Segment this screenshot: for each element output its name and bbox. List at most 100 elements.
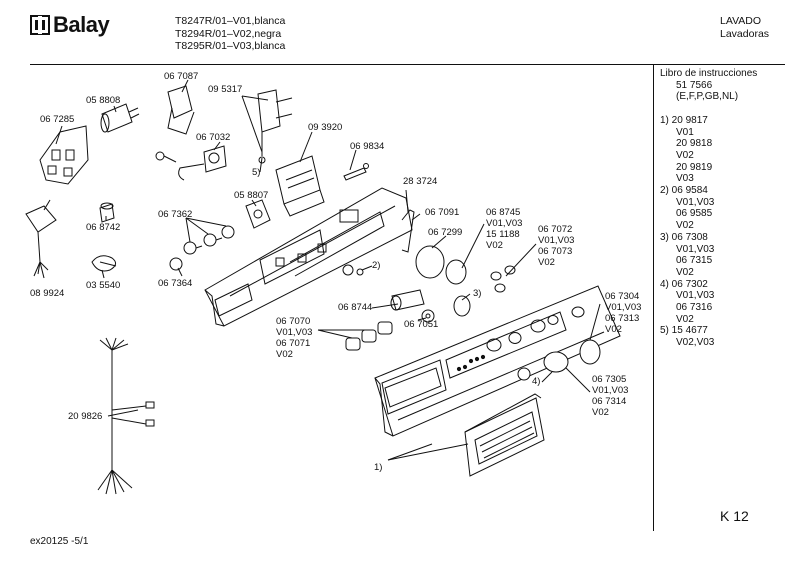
part-number-line: 2) (372, 260, 380, 271)
selector-switches-part (169, 225, 235, 271)
brand-logo: Balay (30, 12, 110, 37)
sidebar-line: 2) 06 9584 (660, 185, 708, 197)
part-number-line: 06 7285 (40, 114, 74, 125)
part-number-line: 08 9924 (30, 288, 64, 299)
part-number-label: 06 7032 (196, 132, 230, 143)
clamp-part (91, 255, 117, 272)
part-number-label: 06 7087 (164, 71, 198, 82)
mains-plug-cable (25, 199, 57, 279)
part-number-line: 06 7091 (425, 207, 459, 218)
sidebar-line: V01,V03 (676, 243, 715, 255)
part-number-line: 09 3920 (308, 122, 342, 133)
part-number-label: 06 7299 (428, 227, 462, 238)
gear-wheel-part (421, 309, 435, 323)
part-number-line: V01,V03 (276, 327, 312, 338)
part-number-line: 09 5317 (208, 84, 242, 95)
part-labels: 06 7087 09 5317 05 8808 06 7285 06 7032 09 39… (30, 71, 641, 473)
part-number-line: 03 5540 (86, 280, 120, 291)
part-number-line: 06 7314 (592, 396, 626, 407)
sidebar-line: V02 (676, 266, 694, 278)
bracket-part (39, 125, 89, 185)
part-number-label: 05 8807 (234, 190, 268, 201)
instructions-sidebar: Libro de instrucciones 51 7566(E,F,P,GB,… (660, 68, 757, 349)
part-number-line: 06 8744 (338, 302, 372, 313)
motor-capacitor-part (100, 103, 140, 133)
part-number-label: 09 5317 (208, 84, 242, 95)
part-number-line: 06 7072 (538, 224, 572, 235)
sidebar-line: V02,V03 (676, 337, 715, 349)
part-number-label: 06 7051 (404, 319, 438, 330)
sidebar-line: 4) 06 7302 (660, 278, 708, 290)
sidebar-line: V02 (676, 149, 694, 161)
knobs-part (517, 339, 601, 381)
part-number-label: 08 9924 (30, 288, 64, 299)
brand-name: Balay (53, 12, 110, 37)
sidebar-line: 1) 20 9817 (660, 114, 708, 126)
part-number-line: V02 (605, 324, 622, 335)
sidebar-line: (E,F,P,GB,NL) (676, 91, 739, 103)
part-number-line: 4) (532, 376, 540, 387)
part-number-line: V02 (538, 257, 555, 268)
part-number-line: 20 9826 (68, 411, 102, 422)
program-dial-part (415, 245, 471, 317)
part-number-label: 3) (473, 288, 481, 299)
part-number-line: V01,V03 (605, 302, 641, 313)
part-number-line: 06 9834 (350, 141, 384, 152)
small-clip-part (342, 264, 364, 276)
part-number-label: 28 3724 (403, 176, 437, 187)
detergent-drawer-front (464, 393, 545, 477)
rod-link-part (401, 209, 415, 253)
part-number-line: 06 7362 (158, 209, 192, 220)
part-number-line: V01,V03 (538, 235, 574, 246)
part-number-line: 06 7070 (276, 316, 310, 327)
part-number-line: 3) (473, 288, 481, 299)
part-number-label: 06 7364 (158, 278, 192, 289)
door-lock-part (257, 89, 293, 164)
part-number-label: 05 8808 (86, 95, 120, 106)
model-line: T8247R/01–V01,blanca (175, 15, 286, 27)
sidebar-line: V01,V03 (676, 290, 715, 302)
part-number-line: 05 8808 (86, 95, 120, 106)
sidebar-line: 20 9818 (676, 138, 713, 150)
sidebar-line: 06 7315 (676, 255, 713, 267)
part-number-label: 03 5540 (86, 280, 120, 291)
push-buttons-part (345, 321, 393, 351)
sensor-probe-part (343, 163, 369, 181)
part-number-line: 28 3724 (403, 176, 437, 187)
sidebar-line: 5) 15 4677 (660, 325, 708, 337)
sidebar-line: 06 7316 (676, 302, 713, 314)
part-number-label: 06 7091 (425, 207, 459, 218)
category-sub: Lavadoras (720, 27, 770, 40)
part-number-label: 06 7362 (158, 209, 192, 220)
part-number-line: 06 8742 (86, 222, 120, 233)
sidebar-divider (653, 64, 654, 531)
sidebar-line: 20 9819 (676, 161, 713, 173)
thermostat-part (155, 145, 227, 181)
model-line: T8295R/01–V03,blanca (175, 40, 286, 52)
category-main: LAVADO (720, 15, 762, 27)
sidebar-line: V03 (676, 173, 694, 185)
sidebar-line: 51 7566 (676, 79, 713, 91)
pressure-switch-part (167, 85, 195, 135)
part-number-line: 06 8745 (486, 207, 520, 218)
part-number-line: 06 7073 (538, 246, 572, 257)
part-number-label: 2) (372, 260, 380, 271)
part-number-line: V02 (276, 349, 293, 360)
part-number-line: 05 8807 (234, 190, 268, 201)
part-number-label: 06 7285 (40, 114, 74, 125)
model-list: T8247R/01–V01,blanca T8294R/01–V02,negra… (175, 15, 285, 53)
part-number-line: V01,V03 (486, 218, 522, 229)
wiring-harness (97, 337, 155, 495)
sidebar-line: 3) 06 7308 (660, 231, 708, 243)
part-number-label: 06 8744 (338, 302, 372, 313)
part-number-label: 20 9826 (68, 411, 102, 422)
part-number-line: 06 7299 (428, 227, 462, 238)
knob-shaft-part (390, 289, 425, 311)
part-number-label: 4) (532, 376, 540, 387)
sidebar-line: V02 (676, 313, 694, 325)
